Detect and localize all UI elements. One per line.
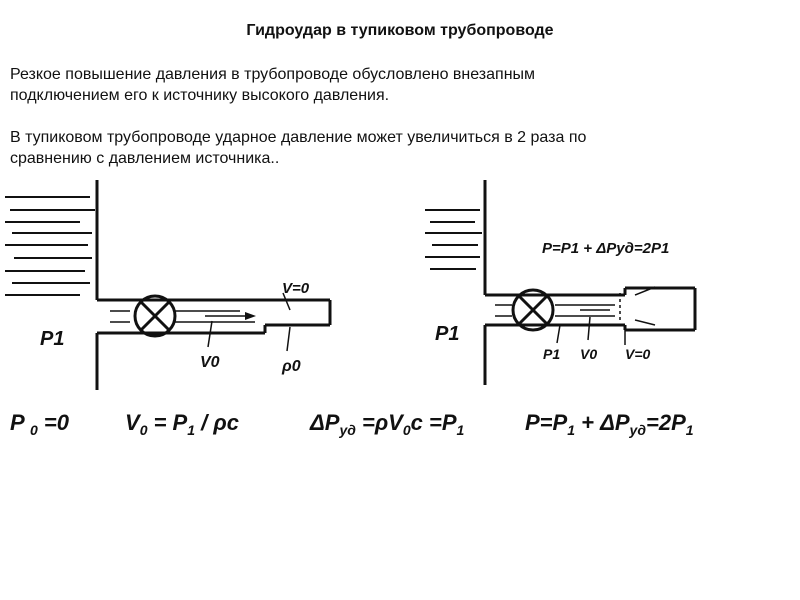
- formula-outlet-pressure: P 0 =0: [10, 410, 69, 438]
- pipe-pressure-label: P1: [543, 346, 560, 362]
- zero-velocity-label: V=0: [282, 280, 310, 297]
- flow-lines: [495, 304, 615, 317]
- flow-arrow-icon: [245, 312, 256, 320]
- paragraph-line: В тупиковом трубопроводе ударное давлени…: [10, 129, 587, 146]
- formula-total-pressure: P=P1 + ΔPуд=2P1: [525, 410, 694, 438]
- tank-pressure-label: P1: [435, 323, 459, 345]
- valve-icon: [511, 288, 555, 332]
- formula-shock-pressure: ΔPуд =ρV0c =P1: [310, 410, 465, 438]
- water-level-lines: [425, 209, 482, 270]
- right-diagram: [425, 180, 697, 385]
- water-level-lines: [5, 196, 95, 296]
- water-hammer-diagrams: P1 V0 V=0 ρ0: [5, 180, 697, 390]
- flow-lines: [110, 310, 255, 323]
- tank-pressure-label: P1: [40, 328, 64, 350]
- paragraph-dead-end: В тупиковом трубопроводе ударное давлени…: [10, 127, 770, 169]
- paragraph-pressure-rise: Резкое повышение давления в трубопроводе…: [10, 64, 770, 106]
- zero-velocity-label: V=0: [625, 346, 651, 362]
- left-diagram: [5, 180, 332, 390]
- paragraph-line: подключением его к источнику высокого да…: [10, 87, 390, 104]
- velocity-label: V0: [200, 354, 220, 371]
- velocity-label: V0: [580, 346, 597, 362]
- paragraph-line: Резкое повышение давления в трубопроводе…: [10, 66, 536, 83]
- pressure-formula-label: P=P1 + ΔPуд=2P1: [542, 240, 669, 257]
- paragraph-line: сравнению с давлением источника..: [10, 150, 280, 167]
- slide-title: Гидроудар в тупиковом трубопроводе: [246, 22, 554, 39]
- valve-icon: [133, 294, 177, 338]
- density-label: ρ0: [281, 358, 301, 375]
- formula-velocity: V0 = P1 / ρc: [125, 410, 239, 438]
